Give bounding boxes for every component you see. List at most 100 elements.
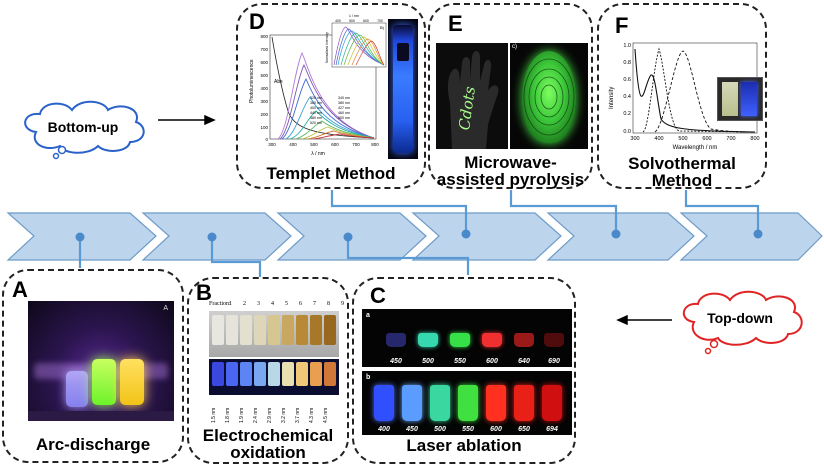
svg-text:Photoluminescence: Photoluminescence [249,59,255,103]
svg-text:700: 700 [726,136,735,142]
panel-letter-A: A [12,277,28,302]
templet-inset-chart: B) λ / nm 400 500 600 700 Normalized Int… [325,14,387,68]
chevron-2 [141,212,292,261]
fraction-row: Fraction: 1 2 3 4 5 6 7 8 9 [209,301,347,309]
solvothermal-caption-1: Solvothermal [628,154,736,173]
bottom-up-cloud: Bottom-up [16,98,150,160]
node-C [343,232,353,242]
panel-solvothermal-method: F Intensity 1.0 0.8 0.6 0.4 0.2 0.0 300 … [597,3,767,190]
svg-text:B): B) [380,25,385,30]
laser-ablation-caption: Laser ablation [406,436,522,455]
microwave-caption-2: assisted pyrolysis [436,170,585,189]
templet-caption: Templet Method [266,164,396,183]
svg-text:400: 400 [289,142,297,147]
svg-text:500: 500 [678,136,687,142]
svg-text:0.4: 0.4 [623,94,631,100]
size-label: 1.5 nm [211,407,217,423]
row-b-label: 450 [406,426,418,433]
fraction-number: 4 [271,301,274,307]
svg-text:600: 600 [363,19,369,23]
row-b-label: 500 [434,426,446,433]
svg-text:300: 300 [268,142,276,147]
arc-discharge-caption: Arc-discharge [35,435,151,454]
svg-text:380 nm: 380 nm [338,101,350,105]
fractions-uv-photo [209,359,339,395]
row-b-label: 400 [378,426,390,433]
node-F [753,229,763,239]
svg-text:λ / nm: λ / nm [311,151,325,157]
row-a-label: 450 [390,358,402,365]
size-label: 4.3 nm [309,407,315,423]
arc-photo-tag: A [163,305,168,312]
row-b-label: 600 [490,426,502,433]
svg-text:800: 800 [750,136,759,142]
svg-text:300: 300 [260,99,268,104]
panel-templet-method: D Photoluminescence 800 700 600 500 400 … [236,3,426,189]
bottom-up-label: Bottom-up [47,119,119,135]
svg-text:500: 500 [260,73,268,78]
svg-text:0.8: 0.8 [623,60,631,66]
hand-text: Cdots [455,85,479,131]
svg-text:1.0: 1.0 [623,43,631,49]
fraction-number: 6 [299,301,302,307]
chevron-5 [546,212,695,261]
size-label: 1.9 nm [239,407,245,423]
fraction-label: Fraction: [209,301,231,307]
electrochemical-caption-1: Electrochemical [202,426,334,445]
row-a-label: 690 [548,358,560,365]
panel-arc-discharge: A A Arc-discharge [2,269,184,463]
svg-text:0.6: 0.6 [623,77,631,83]
row-b-tag: b [366,374,371,381]
svg-text:0: 0 [265,137,268,142]
size-label: 2.4 nm [253,407,259,423]
panel-laser-ablation: C a 450 500 550 600 640 690 b 400 450 50… [352,277,576,464]
svg-text:Normalized Intensity: Normalized Intensity [325,32,329,63]
svg-text:520 nm: 520 nm [310,121,322,125]
svg-text:400: 400 [260,86,268,91]
connector-C [346,237,470,275]
svg-text:800: 800 [260,34,268,39]
svg-text:0.0: 0.0 [623,129,631,135]
row-a-label: 500 [422,358,434,365]
solvothermal-vial-photo [717,77,763,121]
connector-B [210,237,262,277]
svg-text:0.2: 0.2 [623,111,631,117]
panel-letter-C: C [370,283,386,308]
svg-text:400 nm: 400 nm [310,106,322,110]
row-a-label: 640 [518,358,530,365]
node-A [75,232,85,242]
connector-F [684,190,760,234]
fractions-daylight-photo [209,311,339,357]
svg-text:400: 400 [654,136,663,142]
node-E [611,229,621,239]
size-label-row: 1.5 nm 1.8 nm 1.9 nm 2.4 nm 2.9 nm 3.2 n… [209,397,339,427]
svg-text:700: 700 [352,142,360,147]
node-B [207,232,217,242]
svg-text:200: 200 [260,112,268,117]
svg-text:700: 700 [377,19,383,23]
size-label: 3.7 nm [295,407,301,423]
size-label: 4.5 nm [323,407,329,423]
panel-letter-B: B [196,280,212,305]
svg-text:700: 700 [260,47,268,52]
connector-D [330,190,468,234]
laser-row-a-photo: a 450 500 550 600 640 690 [362,309,572,367]
panel-letter-E: E [448,11,463,36]
size-label: 3.2 nm [281,407,287,423]
top-down-cloud: Top-down [676,290,804,356]
svg-text:500: 500 [349,19,355,23]
svg-text:λ / nm: λ / nm [349,14,359,18]
top-down-label: Top-down [707,310,773,326]
svg-text:300: 300 [630,136,639,142]
chevron-4 [411,212,562,261]
chevron-6 [679,212,823,261]
panel-letter-F: F [615,13,629,38]
fraction-number: 1 [229,301,232,307]
svg-text:100: 100 [260,125,268,130]
fraction-number: 9 [341,301,344,307]
fraction-number: 5 [285,301,288,307]
connector-E [509,190,618,234]
svg-text:Abs: Abs [274,79,283,85]
svg-text:800: 800 [371,142,379,147]
